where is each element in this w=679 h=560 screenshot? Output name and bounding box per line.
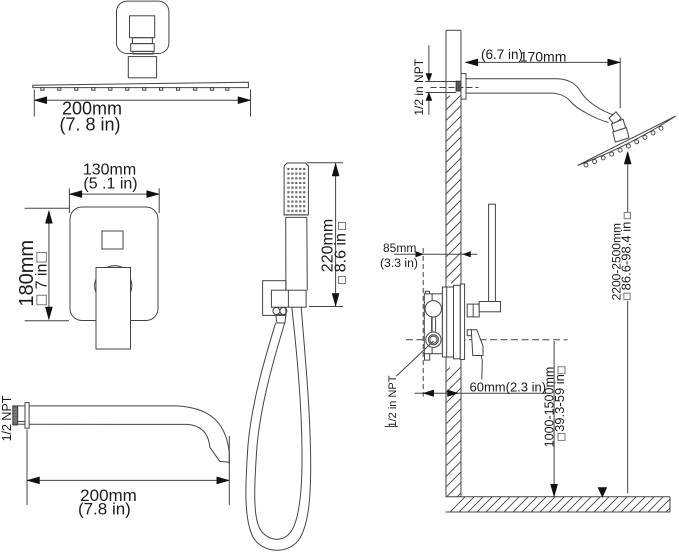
svg-text:60mm(2.3 in): 60mm(2.3 in)	[470, 379, 547, 394]
svg-text:1/2 NPT: 1/2 NPT	[0, 395, 14, 441]
svg-text:(7.8 in): (7.8 in)	[78, 499, 131, 518]
svg-text:85mm: 85mm	[383, 241, 416, 255]
svg-text:(6.7 in): (6.7 in)	[481, 47, 523, 62]
svg-text:(3.3 in): (3.3 in)	[380, 256, 418, 270]
svg-text:(7. 8 in): (7. 8 in)	[59, 115, 120, 135]
svg-text:39.3-59 in: 39.3-59 in	[552, 374, 567, 432]
svg-text:8.6 in: 8.6 in	[333, 233, 350, 272]
svg-text:1/2 in NPT: 1/2 in NPT	[387, 375, 399, 427]
svg-text:170mm: 170mm	[520, 48, 567, 64]
svg-text:7 in: 7 in	[34, 264, 51, 290]
svg-text:1/2 in NPT: 1/2 in NPT	[412, 58, 426, 115]
svg-text:(5 .1 in): (5 .1 in)	[83, 176, 137, 193]
svg-text:86.6-98.4 in: 86.6-98.4 in	[618, 222, 633, 291]
